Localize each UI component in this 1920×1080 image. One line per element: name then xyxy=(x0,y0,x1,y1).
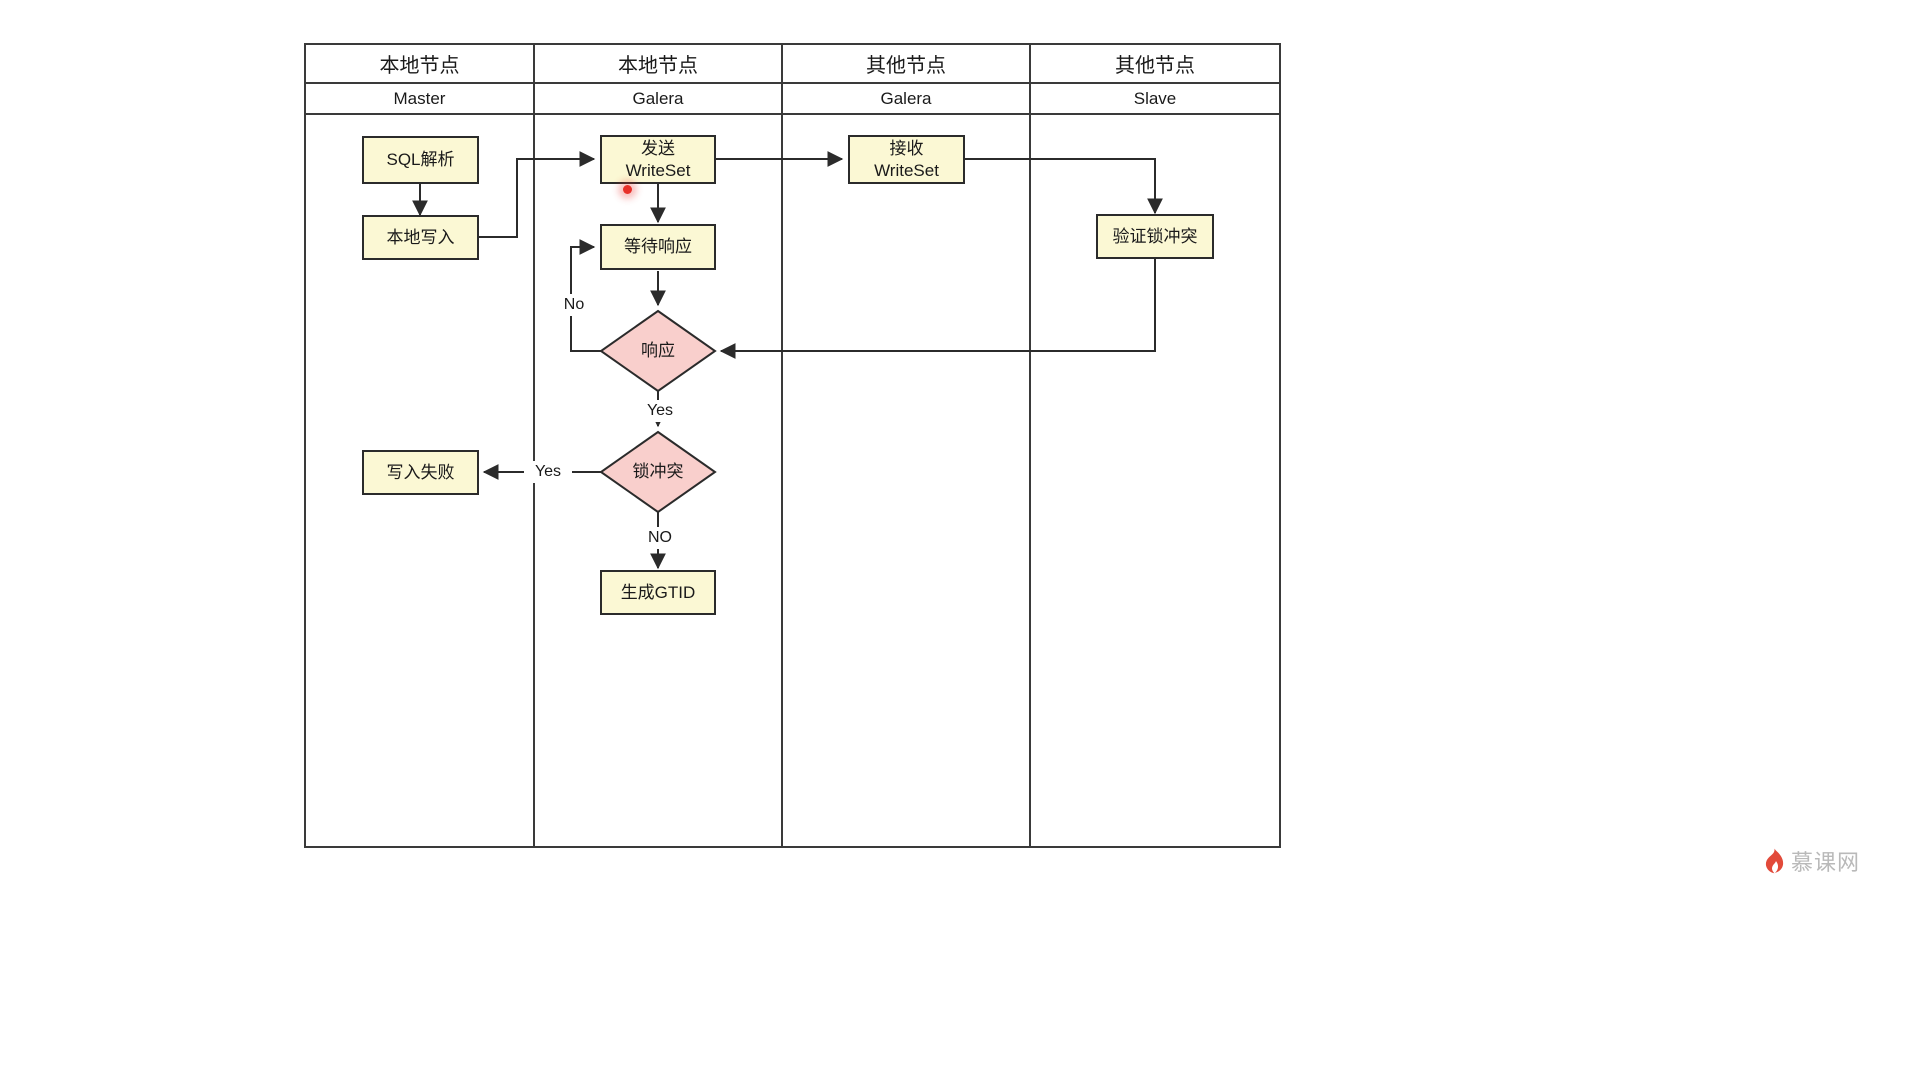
edge-label-text: Yes xyxy=(646,402,674,419)
node-verify-lock[interactable]: 验证锁冲突 xyxy=(1096,214,1214,259)
lane-title-0: 本地节点 xyxy=(305,44,534,83)
watermark-text: 慕课网 xyxy=(1791,850,1861,875)
edge-label-response-no: No xyxy=(553,294,595,316)
lane-role-2: Galera xyxy=(782,83,1030,114)
lane-role-1: Galera xyxy=(534,83,782,114)
lane-role-label: Galera xyxy=(880,88,932,108)
node-local-write[interactable]: 本地写入 xyxy=(362,215,479,260)
node-response[interactable]: 响应 xyxy=(601,331,715,371)
node-write-fail[interactable]: 写入失败 xyxy=(362,450,479,495)
lane-title-3: 其他节点 xyxy=(1030,44,1280,83)
lane-group-label: 本地节点 xyxy=(379,55,460,77)
lane-title-2: 其他节点 xyxy=(782,44,1030,83)
lane-role-label: Galera xyxy=(632,88,684,108)
node-label: 生成GTID xyxy=(620,582,696,602)
lane-group-label: 其他节点 xyxy=(1115,55,1195,77)
edge-label-text: No xyxy=(563,296,585,313)
flame-icon xyxy=(1765,848,1784,874)
edge-label-text: NO xyxy=(648,529,672,546)
edge-label-response-yes: Yes xyxy=(636,400,684,422)
node-label: SQL解析 xyxy=(386,150,455,170)
node-label: 验证锁冲突 xyxy=(1112,226,1198,246)
lane-title-1: 本地节点 xyxy=(534,44,782,83)
lane-role-3: Slave xyxy=(1030,83,1280,114)
connectors: back up to 等待响应 --> 锁冲突 --> 写入失败 --> 生成G… xyxy=(412,151,1163,570)
cursor-pointer-dot xyxy=(623,185,632,194)
edge-verifylock-to-response xyxy=(719,258,1156,359)
node-label: 本地写入 xyxy=(386,227,455,247)
watermark-logo: 慕课网 xyxy=(1762,845,1860,877)
lane-group-label: 本地节点 xyxy=(618,55,698,77)
node-gen-gtid[interactable]: 生成GTID xyxy=(600,570,716,615)
node-wait-response[interactable]: 等待响应 xyxy=(600,224,716,270)
lane-role-label: Master xyxy=(393,88,446,108)
edge-label-lock-yes: Yes xyxy=(524,461,572,483)
lane-role-label: Slave xyxy=(1133,88,1177,108)
node-label: 等待响应 xyxy=(624,237,692,257)
edge-recvwriteset-to-verifylock xyxy=(965,158,1163,215)
edge-label-lock-no: NO xyxy=(638,527,682,549)
node-label: 锁冲突 xyxy=(632,462,684,482)
edge-label-text: Yes xyxy=(534,463,562,480)
node-label: 写入失败 xyxy=(386,462,455,482)
swimlane-frame xyxy=(304,43,1281,848)
lane-role-0: Master xyxy=(305,83,534,114)
node-label: 响应 xyxy=(641,341,675,361)
lane-group-label: 其他节点 xyxy=(866,55,946,77)
node-lock-conflict[interactable]: 锁冲突 xyxy=(601,452,715,492)
edge-localwrite-to-sendwriteset xyxy=(479,151,596,238)
node-sql-parse[interactable]: SQL解析 xyxy=(362,136,479,184)
